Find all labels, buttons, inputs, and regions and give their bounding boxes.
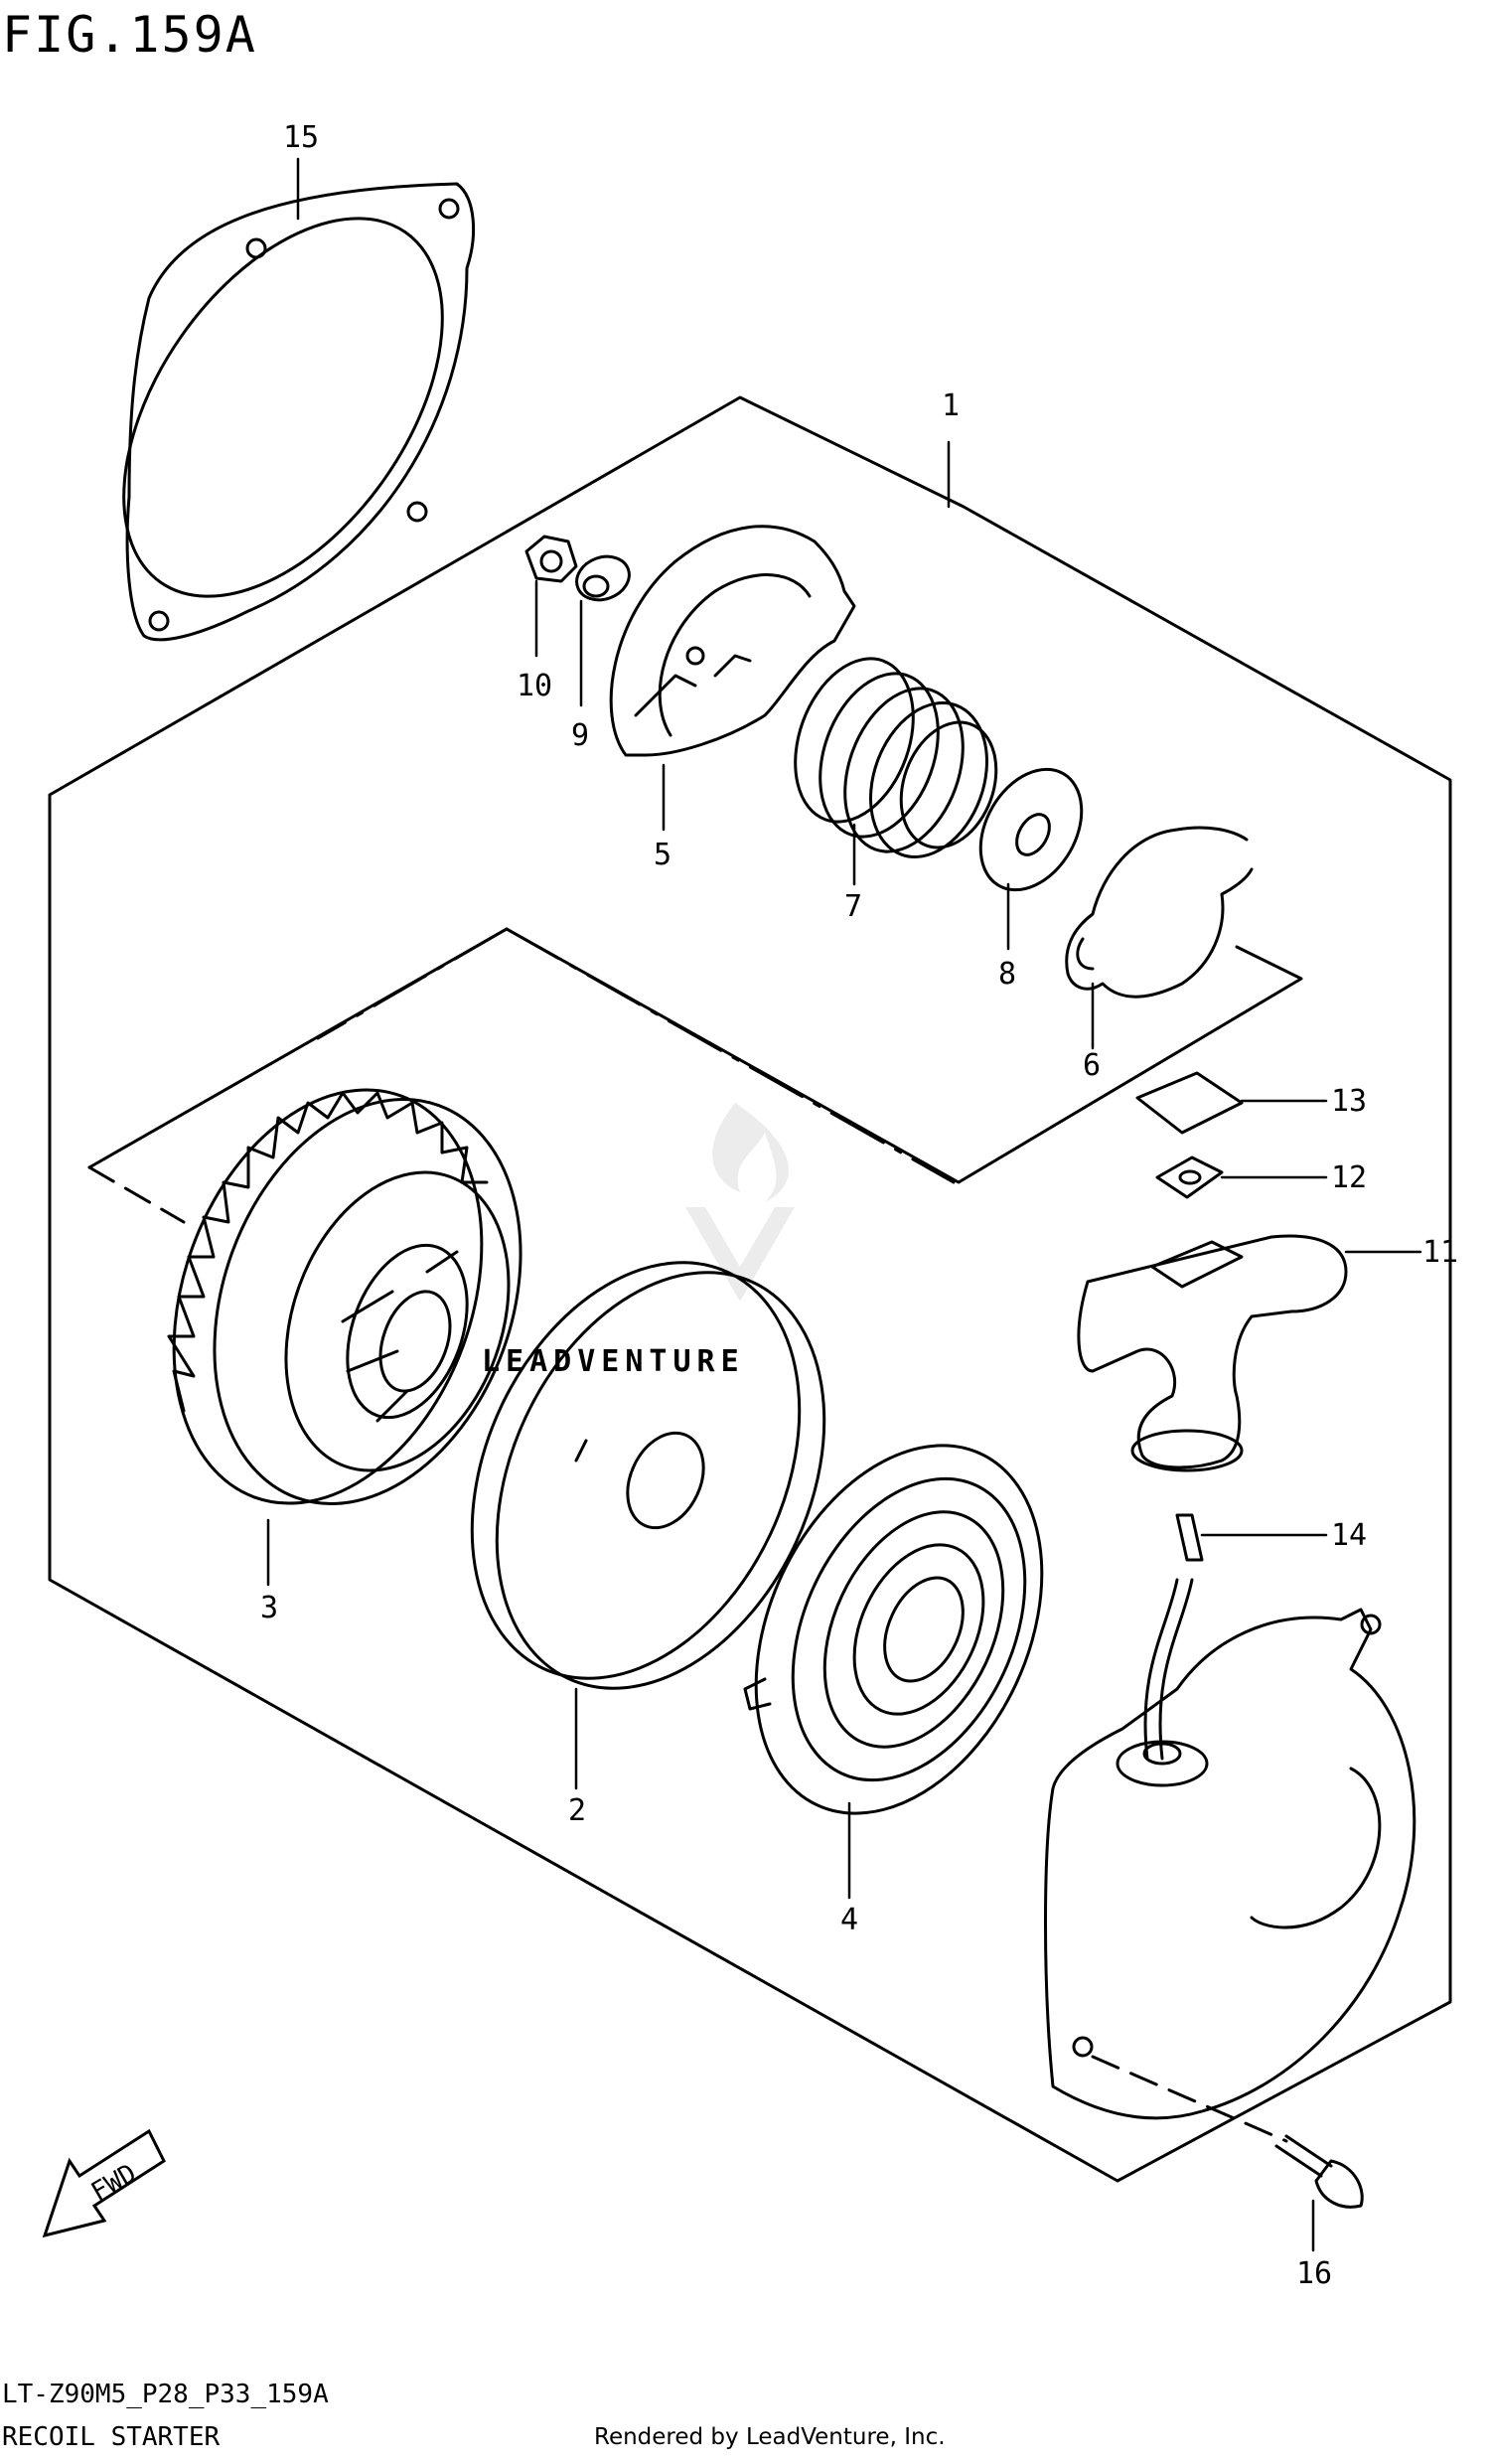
starter-handle-part [1077,1234,1348,1472]
spring-part [794,657,998,858]
friction-washer-part [978,767,1084,892]
fwd-arrow-icon: FWD [42,2128,166,2238]
watermark-logo [685,1103,795,1302]
callout-15: 15 [283,120,319,155]
callout-4: 4 [840,1903,858,1937]
drive-gear-part [167,1088,522,1505]
callout-16: 16 [1296,2256,1332,2291]
washer-part [575,554,631,602]
starter-rope-part [1143,1513,1204,1761]
callout-1: 1 [942,388,960,423]
callout-leaders [266,157,1422,2252]
callout-7: 7 [844,889,862,924]
subassembly-outline [87,927,1303,1184]
assembly-outline [48,395,1452,2183]
rendered-by-credit: Rendered by LeadVenture, Inc. [594,2424,946,2450]
starter-case-part [1044,1608,1416,2120]
recoil-spring-part [743,1444,1044,1815]
ratchet-guide-part [609,525,856,757]
callout-13: 13 [1331,1084,1367,1119]
model-code: LT-Z90M5_P28_P33_159A [2,2380,329,2409]
callout-2: 2 [568,1793,586,1828]
watermark-text: LEADVENTURE [482,1344,745,1379]
section-title: RECOIL STARTER [2,2422,221,2452]
handle-pad-part [1135,1071,1244,1135]
nut-part [524,535,578,583]
callout-8: 8 [998,957,1016,992]
callout-5: 5 [654,838,671,872]
callout-11: 11 [1422,1235,1458,1270]
handle-bushing-part [1155,1155,1224,1199]
gasket-part [122,182,476,642]
callout-12: 12 [1331,1160,1367,1195]
figure-title: FIG.159A [2,6,257,64]
friction-spring-part [1065,826,1254,999]
bolt-part [1274,2134,1364,2209]
callout-3: 3 [260,1591,278,1625]
callout-6: 6 [1083,1048,1101,1083]
reel-part [470,1261,826,1690]
callout-10: 10 [517,669,552,703]
callout-9: 9 [571,718,589,753]
callout-14: 14 [1331,1518,1367,1553]
